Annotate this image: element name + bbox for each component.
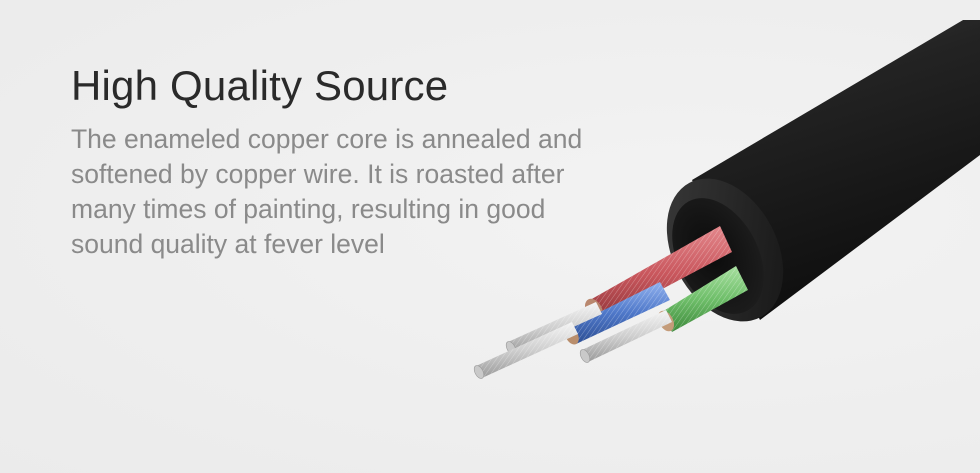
feature-text-block: High Quality Source The enameled copper … (71, 60, 631, 262)
cable-cross-section-image (473, 20, 980, 379)
feature-description: The enameled copper core is annealed and… (71, 124, 583, 259)
silver-strand-lower (473, 322, 578, 379)
feature-headline: High Quality Source (71, 62, 449, 109)
silver-strand-middle (579, 310, 672, 363)
